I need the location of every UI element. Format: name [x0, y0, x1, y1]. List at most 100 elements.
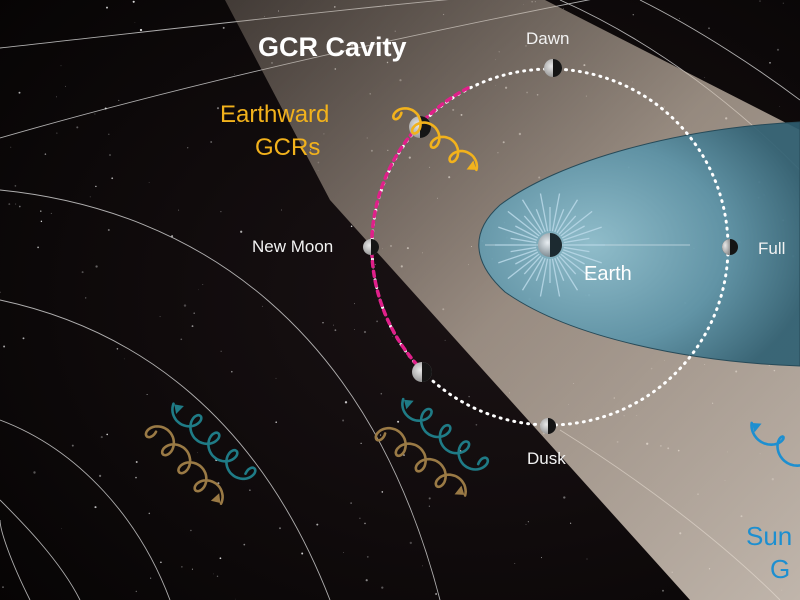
- star: [769, 62, 771, 64]
- star: [148, 182, 150, 183]
- star: [376, 320, 379, 323]
- star: [106, 433, 109, 436]
- star: [782, 2, 784, 4]
- star: [180, 338, 183, 341]
- star: [563, 8, 565, 10]
- star: [380, 434, 382, 436]
- earth-ray: [515, 225, 539, 239]
- star: [391, 336, 393, 337]
- star: [359, 517, 361, 519]
- earth-ray: [507, 253, 540, 280]
- earth-ray: [563, 237, 590, 244]
- earth-ray: [498, 226, 538, 241]
- earth-ray: [551, 258, 561, 297]
- star: [233, 73, 235, 75]
- star: [219, 557, 222, 560]
- star: [220, 211, 222, 213]
- star: [111, 177, 114, 180]
- moon-lower-left-icon: [412, 362, 432, 382]
- star: [243, 543, 246, 546]
- star: [381, 586, 384, 589]
- star: [779, 106, 781, 108]
- dawn-label: Dawn: [526, 29, 570, 48]
- star: [94, 113, 96, 115]
- sunward-gcrs-label-line1: Sun: [746, 521, 793, 551]
- star: [116, 348, 119, 350]
- brown-gcr-helix-left-arrowhead: [210, 493, 221, 503]
- star: [50, 212, 52, 214]
- brown-gcr-helix-mid-arrowhead: [454, 485, 465, 495]
- sunward-gcrs-label-line2: G: [770, 554, 791, 584]
- star: [106, 6, 108, 9]
- full-moon-label: Full: [758, 239, 786, 258]
- star: [191, 568, 193, 570]
- star: [350, 225, 353, 228]
- star: [18, 205, 21, 208]
- star: [364, 522, 366, 525]
- star: [708, 27, 710, 30]
- star: [342, 419, 345, 422]
- earth-ray: [561, 225, 585, 239]
- earthward-gcr-helix: [391, 107, 479, 172]
- star: [527, 521, 529, 523]
- star: [422, 565, 423, 567]
- gcr-helix-arrows: [144, 107, 800, 505]
- teal-gcr-helix-left-arrowhead: [174, 404, 184, 415]
- earth-ray: [510, 246, 537, 253]
- magnetosphere: [478, 121, 800, 367]
- star: [409, 541, 412, 545]
- star: [261, 305, 263, 307]
- brown-gcr-helix-left: [144, 425, 224, 505]
- star: [381, 491, 384, 493]
- star: [704, 77, 706, 78]
- star: [135, 461, 138, 463]
- dusk-label: Dusk: [527, 449, 566, 468]
- star: [558, 458, 561, 460]
- star: [98, 474, 102, 478]
- earth-magnetic-rays: [495, 193, 605, 297]
- cavity-orbit-arc: [370, 86, 470, 370]
- star: [95, 185, 97, 188]
- star: [187, 147, 189, 149]
- star: [0, 291, 1, 294]
- star: [40, 210, 42, 212]
- star: [428, 505, 430, 507]
- star: [759, 0, 761, 2]
- teal-gcr-helix-left: [171, 402, 257, 481]
- earth-ray: [535, 257, 546, 281]
- star: [365, 579, 368, 582]
- star: [64, 85, 66, 87]
- earth-label: Earth: [584, 263, 632, 285]
- star: [444, 339, 446, 341]
- star: [525, 523, 527, 525]
- earth-ray: [560, 253, 593, 280]
- gcr-cavity-title: GCR Cavity: [258, 32, 407, 62]
- star: [60, 65, 62, 67]
- star: [275, 377, 277, 379]
- star: [776, 48, 780, 51]
- earth-ray: [556, 199, 579, 234]
- star: [475, 423, 478, 426]
- star: [281, 209, 282, 211]
- star: [435, 593, 437, 595]
- star: [403, 454, 405, 456]
- new-moon-label: New Moon: [252, 237, 334, 256]
- star: [94, 506, 97, 509]
- star: [220, 350, 222, 352]
- star: [134, 22, 136, 23]
- earth-ray: [563, 246, 590, 253]
- star: [150, 577, 152, 579]
- star: [123, 358, 125, 360]
- star: [275, 421, 278, 424]
- star: [146, 393, 148, 396]
- star: [240, 230, 243, 233]
- star: [216, 107, 220, 110]
- star: [222, 26, 225, 29]
- star: [216, 575, 219, 577]
- star: [33, 471, 36, 474]
- star: [132, 0, 135, 3]
- star: [18, 91, 21, 94]
- star: [202, 284, 204, 285]
- star: [586, 558, 588, 560]
